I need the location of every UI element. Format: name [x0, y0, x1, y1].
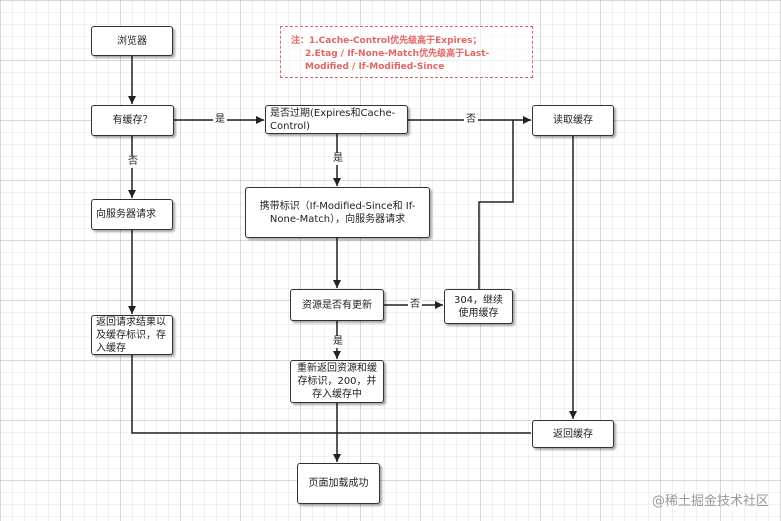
edge-304-to-read-cache — [478, 120, 514, 289]
node-return-result-label: 返回请求结果以及缓存标识，存入缓存 — [96, 316, 166, 354]
node-return-new-label: 重新返回资源和缓存标识，200，并存入缓存中 — [297, 363, 377, 400]
node-return-cache: 返回缓存 — [532, 420, 614, 448]
node-page-loaded-label: 页面加载成功 — [308, 478, 369, 489]
node-304-label: 304，继续使用缓存 — [453, 294, 504, 319]
node-return-new: 重新返回资源和缓存标识，200，并存入缓存中 — [290, 360, 384, 403]
node-resource-updated: 资源是否有更新 — [290, 289, 384, 321]
node-page-loaded: 页面加载成功 — [297, 463, 380, 504]
edge-label-no-has-cache: 否 — [126, 156, 140, 168]
node-with-tags: 携带标识（If-Modified-Since和 If-None-Match），向… — [245, 187, 430, 238]
edge-label-no-updated: 否 — [408, 299, 422, 311]
node-request-server-label: 向服务器请求 — [96, 209, 156, 220]
note-line-2: 2.Etag / If-None-Match优先级高于Last-Modified… — [305, 49, 490, 72]
node-resource-updated-label: 资源是否有更新 — [302, 299, 372, 311]
edge-label-yes-updated: 是 — [331, 336, 345, 348]
node-304: 304，继续使用缓存 — [444, 289, 513, 324]
node-has-cache: 有缓存？ — [91, 105, 174, 136]
edge-label-yes-expired: 是 — [331, 153, 345, 165]
node-expired: 是否过期(Expires和Cache-Control) — [265, 105, 408, 134]
note-line-1: 注：1.Cache-Control优先级高于Expires； — [291, 36, 482, 46]
node-browser: 浏览器 — [91, 26, 173, 56]
node-with-tags-label: 携带标识（If-Modified-Since和 If-None-Match），向… — [259, 200, 416, 225]
node-return-cache-label: 返回缓存 — [553, 428, 593, 440]
node-has-cache-label: 有缓存？ — [112, 115, 153, 126]
node-browser-label: 浏览器 — [117, 35, 147, 47]
node-return-result: 返回请求结果以及缓存标识，存入缓存 — [91, 315, 173, 355]
edge-result-merge — [131, 355, 337, 434]
node-read-cache: 读取缓存 — [532, 105, 614, 136]
note-box: 注：1.Cache-Control优先级高于Expires； 2.Etag / … — [280, 26, 533, 78]
node-request-server: 向服务器请求 — [91, 199, 173, 230]
watermark: @稀土掘金技术社区 — [651, 494, 769, 509]
edge-label-no-expired: 否 — [464, 114, 478, 126]
node-expired-label: 是否过期(Expires和Cache-Control) — [270, 107, 396, 132]
node-read-cache-label: 读取缓存 — [553, 115, 593, 126]
edge-label-yes-has-cache: 是 — [213, 114, 227, 126]
